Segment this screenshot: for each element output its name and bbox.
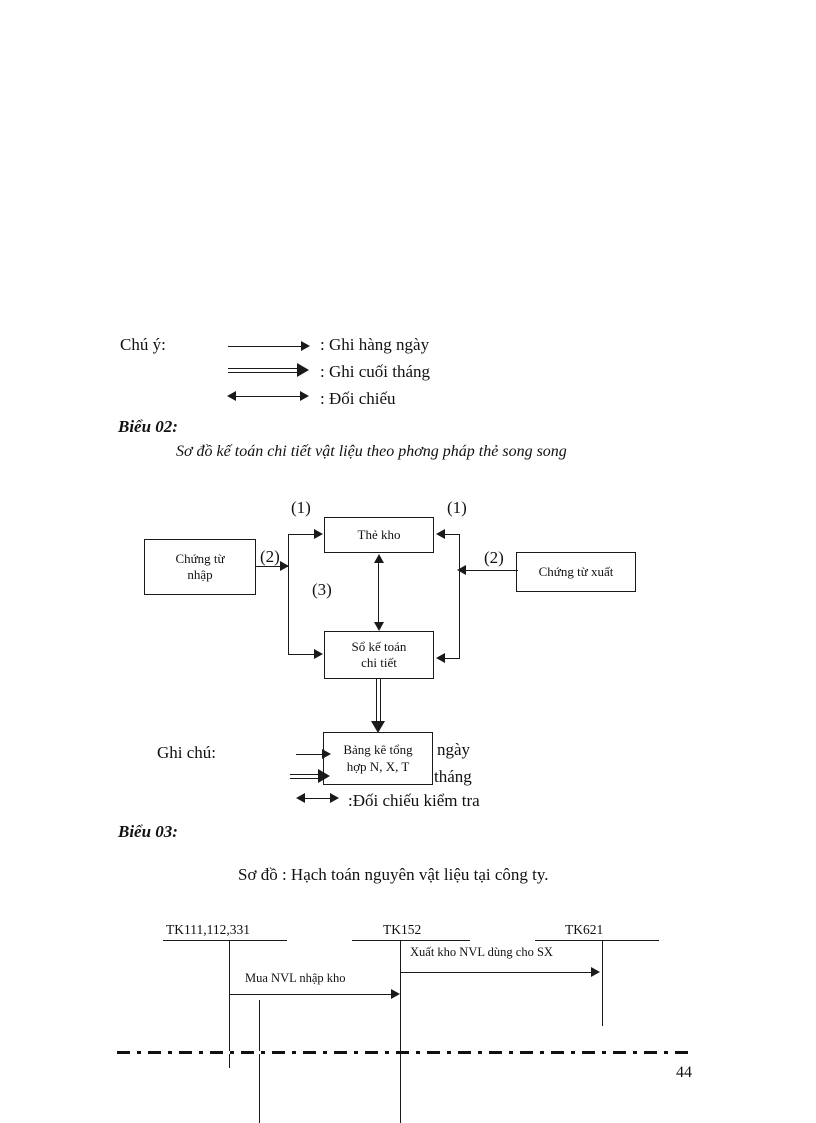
right-routing-bus xyxy=(459,534,460,658)
box-so-ke-toan-line2: chi tiết xyxy=(361,655,397,670)
t-flow-1-text: Xuất kho NVL dùng cho SX xyxy=(410,945,553,959)
figure-02-label-right-one: (1) xyxy=(447,498,467,517)
legend-bottom-double-arrow-head-icon xyxy=(318,769,330,783)
legend-single-arrow-shaft xyxy=(228,346,303,347)
figure-03-caption-label: Biểu 03: xyxy=(118,822,178,841)
legend-bottom-label: Ghi chú: xyxy=(157,743,217,762)
figure-02-label-right-two: (2) xyxy=(484,548,504,567)
box-so-ke-toan-chi-tiet: Sổ kế toán chi tiết xyxy=(324,631,434,679)
t-account-0-stem xyxy=(229,940,230,1068)
box-bang-ke-line2: hợp N, X, T xyxy=(346,758,410,774)
connector-nhap-to-bus-arrow-icon xyxy=(280,561,289,571)
box-chung-tu-xuat-line1: Chứng từ xuất xyxy=(538,563,614,579)
legend-top-entry-0-text: : Ghi hàng ngày xyxy=(320,335,430,354)
legend-bidir-arrow-shaft xyxy=(234,396,302,397)
connector-xuat-to-bus xyxy=(466,570,518,571)
connector-bus-to-the-kho-right-arrow-icon xyxy=(436,529,445,539)
box-chung-tu-nhap-line2: nhập xyxy=(187,567,213,582)
legend-bottom-single-arrow-shaft xyxy=(296,754,325,755)
connector-bus-to-the-kho-right xyxy=(444,534,460,535)
figure-02-caption-label: Biểu 02: xyxy=(118,417,178,436)
box-chung-tu-xuat: Chứng từ xuất xyxy=(516,552,636,592)
connector-xuat-to-bus-arrow-icon xyxy=(457,565,466,575)
legend-top-entry-1-text: : Ghi cuối tháng xyxy=(320,362,431,381)
legend-bottom-bidir-head-left-icon xyxy=(296,793,305,803)
page-separator-dashdot xyxy=(117,1051,688,1054)
t-account-1-rule xyxy=(352,940,470,941)
t-account-2-name: TK621 xyxy=(565,922,604,937)
legend-double-arrow-shaft xyxy=(228,368,300,373)
t-account-1-name: TK152 xyxy=(383,922,422,937)
t-account-1-stem xyxy=(400,940,401,1123)
connector-bus-to-so-ke-toan xyxy=(288,654,316,655)
t-flow-0-arrow-icon xyxy=(391,989,400,999)
connector-bus-to-the-kho-arrow-icon xyxy=(314,529,323,539)
legend-bottom-double-arrow-shaft xyxy=(290,774,323,779)
figure-03-caption-title: Sơ đồ : Hạch toán nguyên vật liệu tại cô… xyxy=(238,865,549,884)
connector-the-kho-so-ke-toan-shaft xyxy=(378,560,379,624)
legend-top-label: Chú ý: xyxy=(120,335,166,354)
t-account-2-rule xyxy=(535,940,659,941)
legend-bottom-single-arrow-head-icon xyxy=(322,749,331,759)
figure-02-label-left-two: (2) xyxy=(260,547,280,566)
legend-bottom-bidir-head-right-icon xyxy=(330,793,339,803)
legend-bidir-arrow-head-left-icon xyxy=(227,391,236,401)
t-account-0-name: TK111,112,331 xyxy=(166,922,250,937)
box-so-ke-toan-line1: Sổ kế toán xyxy=(351,638,407,654)
figure-02-caption-title: Sơ đồ kế toán chi tiết vật liệu theo phơ… xyxy=(176,443,567,460)
t-account-0-secondary-stem xyxy=(259,1000,260,1123)
figure-02-label-left-one: (1) xyxy=(291,498,311,517)
box-the-kho: Thẻ kho xyxy=(324,517,434,553)
connector-bus-to-so-ke-toan-arrow-icon xyxy=(314,649,323,659)
legend-bottom-bidir-arrow-shaft xyxy=(303,798,333,799)
figure-02-label-middle-three: (3) xyxy=(312,580,332,599)
t-account-0-rule xyxy=(163,940,287,941)
connector-bus-to-so-ke-toan-right xyxy=(444,658,460,659)
legend-single-arrow-head-icon xyxy=(301,341,310,351)
connector-so-ke-toan-to-bang-ke-shaft xyxy=(376,679,381,727)
box-chung-tu-nhap: Chứng từ nhập xyxy=(144,539,256,595)
box-bang-ke-tong-hop: Bảng kê tổng hợp N, X, T xyxy=(323,732,433,785)
connector-nhap-to-bus xyxy=(256,566,288,567)
legend-double-arrow-head-icon xyxy=(297,363,309,377)
t-flow-0-text: Mua NVL nhập kho xyxy=(245,971,346,985)
left-routing-bus xyxy=(288,534,289,654)
t-flow-1-shaft xyxy=(400,972,594,973)
connector-three-arrow-head-down-icon xyxy=(374,622,384,631)
connector-three-arrow-head-up-icon xyxy=(374,554,384,563)
box-bang-ke-line1: Bảng kê tổng xyxy=(343,742,413,758)
box-the-kho-line1: Thẻ kho xyxy=(357,526,401,542)
t-account-2-stem xyxy=(602,940,603,1026)
connector-bus-to-so-ke-toan-right-arrow-icon xyxy=(436,653,445,663)
legend-bottom-entry-2-text: :Đối chiếu kiểm tra xyxy=(348,791,480,810)
connector-bus-to-the-kho xyxy=(288,534,316,535)
box-chung-tu-nhap-line1: Chứng từ xyxy=(175,550,225,566)
legend-top-entry-2-text: : Đối chiếu xyxy=(320,389,396,408)
t-flow-0-shaft xyxy=(229,994,394,995)
legend-bottom-entry-1-text: tháng xyxy=(434,767,472,786)
page-number: 44 xyxy=(676,1064,692,1081)
t-flow-1-arrow-icon xyxy=(591,967,600,977)
connector-so-ke-toan-to-bang-ke-arrow-icon xyxy=(371,721,385,733)
legend-bidir-arrow-head-right-icon xyxy=(300,391,309,401)
legend-bottom-entry-0-text: ngày xyxy=(437,740,471,759)
